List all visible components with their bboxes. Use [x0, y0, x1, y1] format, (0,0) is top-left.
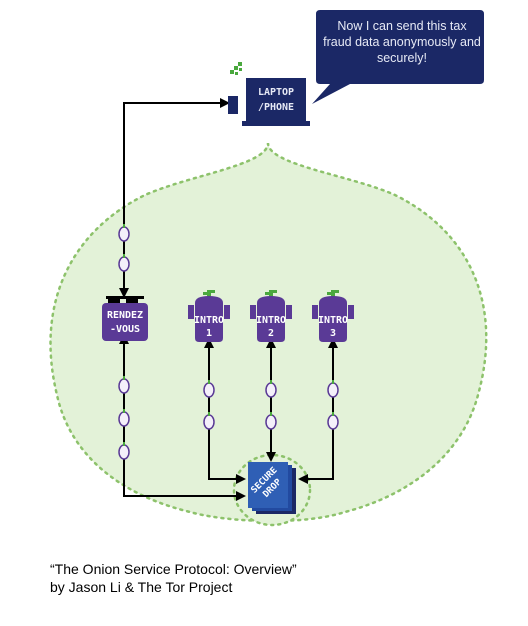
- relay-onion-icon: [327, 380, 339, 398]
- rendezvous-node: RENDEZ -VOUS: [102, 296, 148, 341]
- relay-onion-icon: [118, 376, 130, 394]
- intro2-label-line1: INTRO: [256, 315, 286, 326]
- relay-onion-icon: [203, 412, 215, 430]
- intro1-label-line2: 1: [206, 328, 212, 339]
- speech-bubble-text: Now I can send this tax fraud data anony…: [323, 19, 481, 65]
- laptop-label-line2: /PHONE: [258, 102, 294, 113]
- relay-onion-icon: [118, 254, 130, 272]
- relay-onion-icon: [265, 412, 277, 430]
- intro3-node: INTRO 3: [312, 290, 354, 342]
- caption-title: “The Onion Service Protocol: Overview”: [50, 561, 297, 577]
- relay-onion-icon: [118, 409, 130, 427]
- caption: “The Onion Service Protocol: Overview” b…: [50, 560, 297, 596]
- laptop-node: LAPTOP /PHONE: [228, 62, 310, 126]
- intro2-node: INTRO 2: [250, 290, 292, 342]
- sunglasses-icon: [106, 296, 144, 304]
- relay-onions: [118, 224, 339, 460]
- intro1-label-line1: INTRO: [194, 315, 224, 326]
- securedrop-node: SECURE DROP: [248, 462, 296, 514]
- intro3-label-line1: INTRO: [318, 315, 348, 326]
- relay-onion-icon: [118, 442, 130, 460]
- relay-onion-icon: [327, 412, 339, 430]
- relay-onion-icon: [265, 380, 277, 398]
- sprout-icon: [203, 290, 215, 298]
- sprout-icon: [265, 290, 277, 298]
- rendezvous-label-line1: RENDEZ: [107, 310, 143, 321]
- relay-onion-icon: [118, 224, 130, 242]
- intro2-label-line2: 2: [268, 328, 274, 339]
- intro3-label-line2: 3: [330, 328, 336, 339]
- sprout-icon: [327, 290, 339, 298]
- rendezvous-label-line2: -VOUS: [110, 324, 140, 335]
- intro1-node: INTRO 1: [188, 290, 230, 342]
- relay-onion-icon: [203, 380, 215, 398]
- speech-bubble: [312, 10, 484, 104]
- wifi-icon: [230, 62, 242, 75]
- caption-credit: by Jason Li & The Tor Project: [50, 579, 233, 595]
- laptop-label-line1: LAPTOP: [258, 87, 294, 98]
